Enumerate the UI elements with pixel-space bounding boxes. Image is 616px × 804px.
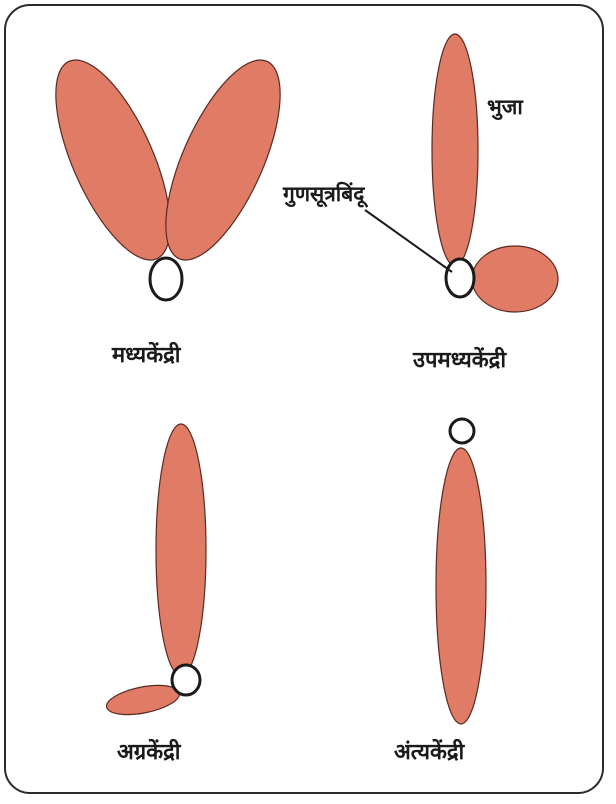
arm-label: भुजा [487, 97, 523, 118]
chromosome-arm-short [104, 680, 182, 720]
telocentric-chromosome [436, 419, 486, 724]
centromere [446, 259, 474, 297]
centromere [172, 665, 200, 695]
caption-metacentric: मध्यकेंद्री [112, 345, 180, 367]
submetacentric-chromosome [365, 34, 558, 312]
chromosome-arm-short [472, 246, 558, 312]
centromere-label: गुणसूत्रबिंदू [283, 184, 364, 205]
caption-telocentric: अंत्यकेंद्री [394, 742, 464, 764]
caption-acrocentric: अग्रकेंद्री [117, 742, 181, 764]
chromosome-arm-long [156, 424, 206, 676]
centromere [150, 258, 182, 300]
chromosome-arm-long [432, 34, 478, 266]
centromere [450, 419, 474, 443]
chromosome-arm-right [143, 45, 304, 275]
metacentric-chromosome [33, 45, 304, 300]
caption-submetacentric: उपमध्यकेंद्री [413, 350, 506, 372]
chromosome-arm [436, 448, 486, 724]
acrocentric-chromosome [104, 424, 206, 720]
